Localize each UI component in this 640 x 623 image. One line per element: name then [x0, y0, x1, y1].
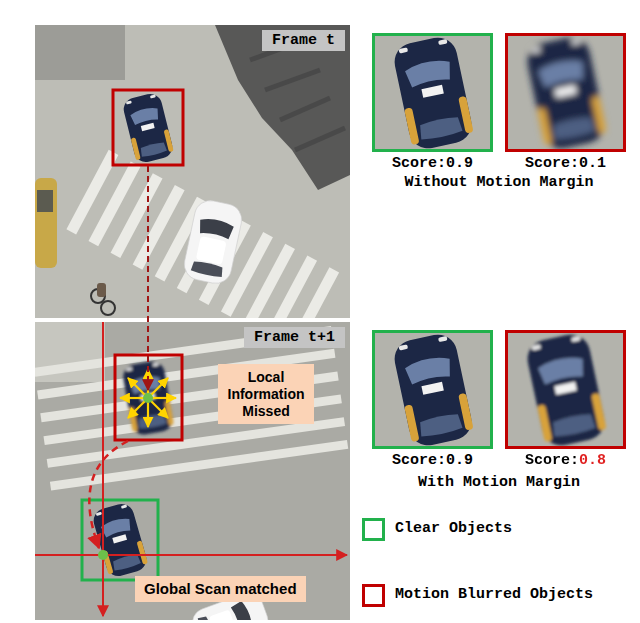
crop-outline	[505, 330, 626, 449]
callout-box: Local Information Missed	[218, 364, 314, 424]
crop-clear-top	[372, 33, 493, 152]
frame-photo-top-part	[215, 25, 350, 190]
object-crop: Score:0.9	[372, 33, 493, 172]
frame-label: Frame t+1	[244, 327, 345, 348]
frame-photo-top-part-part	[265, 70, 320, 90]
frame-photo-top-part	[113, 90, 183, 165]
frame-photo-top-part-part	[287, 267, 339, 318]
frame-photo-top-part	[250, 40, 345, 150]
callout-text: Global Scan matched	[144, 580, 297, 598]
frame-photo-top-part	[121, 91, 175, 164]
crop-blur-bottom	[505, 330, 626, 449]
frame-photo-bottom-part	[91, 501, 150, 579]
legend-text: Motion Blurred Objects	[395, 586, 593, 603]
frame-panel: Frame t	[35, 25, 350, 318]
panel-caption: With Motion Margin	[372, 474, 626, 491]
score-text: Score:0.1	[505, 155, 626, 172]
score-text: Score:0.8	[505, 452, 626, 469]
frame-photo-bottom-part	[89, 441, 128, 548]
object-crop: Score:0.8	[505, 330, 626, 469]
cyclist-part	[101, 301, 115, 315]
crop-outline	[372, 33, 493, 152]
legend-text: Clear Objects	[395, 520, 512, 537]
axis-lines-part	[102, 322, 104, 616]
score-text: Score:0.9	[372, 452, 493, 469]
crop-clear-top-part	[372, 33, 493, 152]
frame-label: Frame t	[262, 30, 345, 51]
crop-outline	[372, 330, 493, 449]
frame-photo-bottom-part	[98, 550, 108, 560]
legend-swatch	[362, 584, 385, 607]
frame-photo-bottom-part-part	[50, 440, 348, 491]
axis-lines-part	[35, 554, 347, 556]
cyclist	[91, 283, 115, 315]
legend-entry: Motion Blurred Objects	[362, 584, 632, 608]
frame-photo-top-part-part	[280, 98, 330, 120]
frame-photo-bottom	[35, 322, 350, 620]
panel-caption: Without Motion Margin	[372, 174, 626, 191]
callout-box: Global Scan matched	[135, 576, 306, 602]
crop-blur-bottom-part	[524, 331, 608, 449]
legend-swatch	[362, 518, 385, 541]
frame-photo-top	[35, 25, 350, 318]
object-crop: Score:0.1	[505, 33, 626, 172]
frame-photo-bottom-part	[82, 500, 158, 580]
score-value: Score:0.8	[525, 452, 606, 469]
crop-blur-top-part	[524, 34, 608, 152]
crop-blur-top	[505, 33, 626, 152]
crop-outline	[505, 33, 626, 152]
frame-photo-top-part	[181, 198, 244, 287]
crop-clear-bottom	[372, 330, 493, 449]
cyclist-part	[97, 283, 106, 297]
crop-blur-top-part	[505, 33, 626, 152]
crop-clear-top-part	[391, 34, 475, 152]
frame-photo-bottom-part	[143, 393, 153, 403]
crop-blur-top-part-part	[524, 34, 608, 152]
frame-photo-bottom-part	[35, 326, 348, 491]
crop-clear-bottom-part	[372, 330, 493, 449]
tracking-arrow	[147, 166, 149, 390]
score-text: Score:0.9	[372, 155, 493, 172]
frame-photo-bottom-part-part	[47, 417, 345, 468]
frame-photo-top-part	[37, 190, 53, 212]
frame-photo-top-part-part	[295, 128, 345, 150]
callout-text: Local Information Missed	[222, 369, 310, 419]
legend-entry: Clear Objects	[362, 518, 632, 542]
axis-lines	[35, 322, 347, 616]
frame-photo-top-part	[66, 150, 339, 318]
frame-photo-top-part	[35, 25, 125, 80]
frame-panel: Frame t+1Local Information MissedGlobal …	[35, 322, 350, 620]
crop-clear-bottom-part	[391, 331, 475, 449]
crop-blur-bottom-part-part	[524, 331, 608, 449]
object-crop: Score:0.9	[372, 330, 493, 469]
frame-photo-top-part	[35, 178, 57, 268]
crop-blur-bottom-part	[505, 330, 626, 449]
